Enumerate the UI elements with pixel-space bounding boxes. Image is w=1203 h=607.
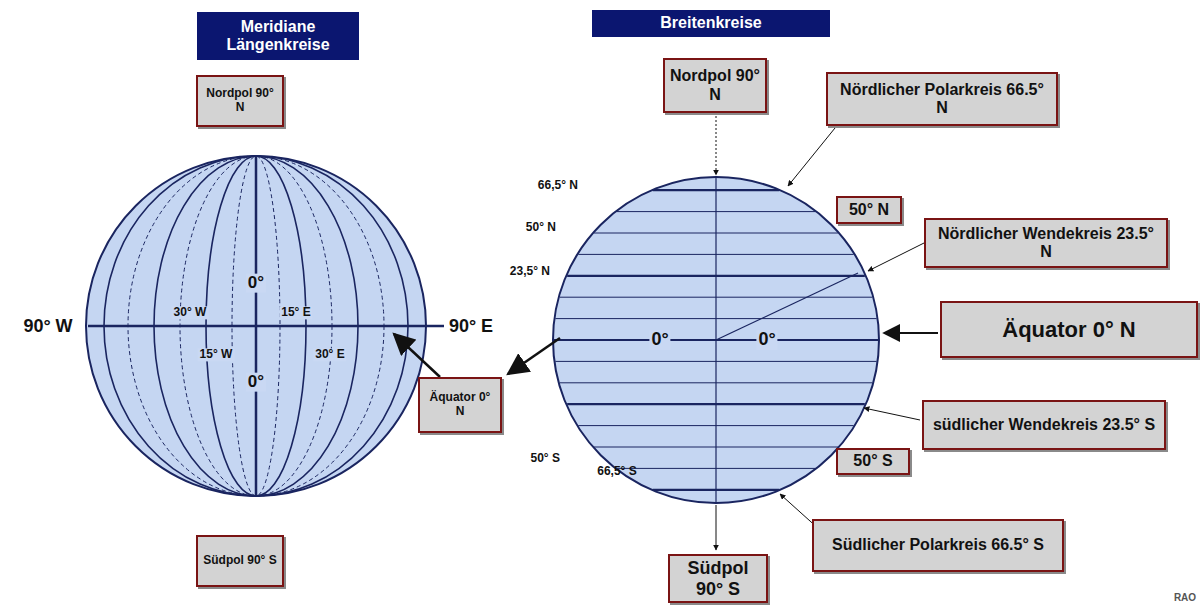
box-text: Nördlicher Polarkreis 66.5° N bbox=[833, 81, 1051, 118]
equator-box: Äquator 0° N bbox=[418, 377, 502, 433]
pole-box: Südpol 90° S bbox=[196, 535, 284, 587]
longitude-label: 30° W bbox=[172, 306, 209, 319]
equator-label: 0° bbox=[756, 330, 777, 350]
latitude-label: 66,5° S bbox=[597, 465, 637, 478]
header-box: Meridiane Längenkreise bbox=[197, 12, 359, 60]
box-text: Nördlicher Wendekreis 23.5° N bbox=[931, 225, 1161, 262]
latitude-label: 23,5° N bbox=[510, 265, 550, 278]
longitude-label: 15° E bbox=[279, 306, 312, 319]
pole-box: Nordpol 90° N bbox=[663, 58, 767, 113]
latitude-box: 50° S bbox=[836, 448, 910, 475]
box-text: Breitenkreise bbox=[660, 14, 761, 32]
circle-box: südlicher Wendekreis 23.5° S bbox=[922, 400, 1166, 450]
longitude-label: 90° W bbox=[23, 317, 72, 337]
latitude-label: 50° N bbox=[526, 221, 556, 234]
header-box: Breitenkreise bbox=[592, 10, 830, 36]
latitude-label: 66,5° N bbox=[538, 179, 578, 192]
box-text: Südlicher Polarkreis 66.5° S bbox=[832, 536, 1044, 554]
box-text: Nordpol 90° N bbox=[203, 87, 277, 115]
circle-box: Nördlicher Wendekreis 23.5° N bbox=[924, 218, 1168, 268]
longitude-label: 15° W bbox=[198, 348, 235, 361]
latitude-label: 50° S bbox=[531, 452, 560, 465]
longitude-label: 30° E bbox=[313, 348, 346, 361]
meridian-label: 0° bbox=[246, 274, 266, 293]
equator-label: 0° bbox=[649, 330, 670, 350]
equator-box: Äquator 0° N bbox=[940, 301, 1198, 358]
box-text: Nordpol 90° N bbox=[670, 67, 760, 104]
box-text: Südpol 90° S bbox=[675, 558, 761, 599]
box-text: 50° N bbox=[849, 201, 889, 219]
circle-box: Südlicher Polarkreis 66.5° S bbox=[812, 519, 1064, 572]
meridian-label: 0° bbox=[246, 373, 266, 392]
box-text: Südpol 90° S bbox=[203, 554, 276, 568]
box-text: südlicher Wendekreis 23.5° S bbox=[933, 416, 1155, 434]
box-text: Äquator 0° N bbox=[425, 391, 495, 419]
pole-box: Südpol 90° S bbox=[668, 554, 768, 603]
latitude-box: 50° N bbox=[836, 196, 902, 224]
circle-box: Nördlicher Polarkreis 66.5° N bbox=[826, 72, 1058, 126]
longitude-label: 90° E bbox=[449, 317, 493, 337]
watermark: RAO bbox=[1174, 592, 1196, 603]
pole-box: Nordpol 90° N bbox=[196, 75, 284, 127]
box-text: 50° S bbox=[853, 452, 892, 470]
box-text: Äquator 0° N bbox=[1002, 317, 1135, 342]
box-text: Meridiane Längenkreise bbox=[203, 18, 353, 55]
